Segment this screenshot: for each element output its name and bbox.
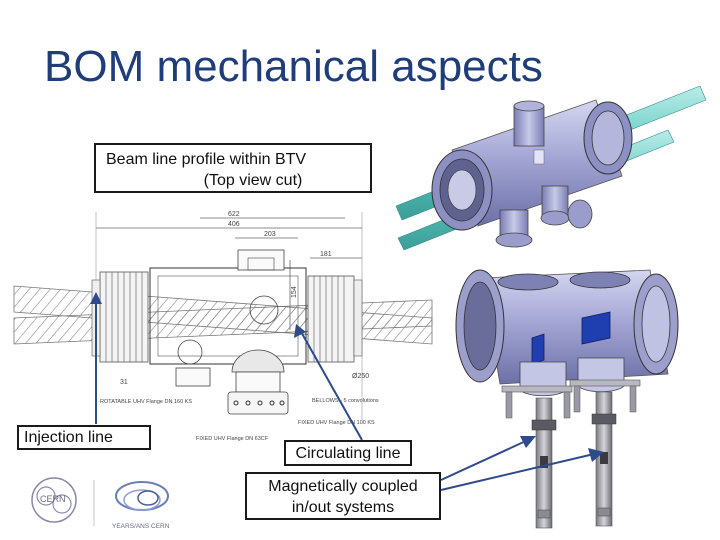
magnetic-line2: in/out systems — [291, 499, 395, 516]
label-fixed-flange-63: FIXED UHV Flange DN 63CF — [196, 436, 269, 442]
label-bellows: BELLOWS - 5 convolutions — [312, 398, 379, 404]
circulating-line-label: Circulating line — [295, 445, 401, 462]
callout-arrows — [90, 292, 604, 491]
label-fixed-flange-100: FIXED UHV Flange DN 100 KS — [298, 420, 375, 426]
dim-203: 203 — [264, 231, 276, 238]
dim-181: 181 — [320, 251, 332, 258]
cern-logo-text: CERN — [40, 494, 66, 504]
circulating-arrow — [299, 329, 363, 441]
injection-line-label: Injection line — [24, 429, 113, 446]
cern-logo: CERN — [31, 477, 77, 523]
technical-drawing: 622 406 203 181 154 31 Ø250 — [13, 211, 433, 442]
dim-250: Ø250 — [352, 373, 369, 380]
circulating-line-callout: Circulating line — [284, 440, 412, 466]
magnetic-line1: Magnetically coupled — [268, 478, 418, 495]
sixty-years-text: YEARS/ANS CERN — [112, 523, 170, 530]
injection-line-callout: Injection line — [17, 425, 151, 450]
dim-622: 622 — [228, 211, 240, 218]
beam-profile-line1: Beam line profile within BTV — [106, 151, 307, 168]
magnetic-arrow-right — [440, 453, 595, 491]
magnetic-coupled-callout: Magnetically coupled in/out systems — [245, 472, 441, 520]
dim-31: 31 — [120, 379, 128, 386]
chamber-3d-bottom — [455, 269, 679, 529]
magnetic-arrow-left — [440, 439, 529, 481]
label-rotatable-flange: ROTATABLE UHV Flange DN 160 KS — [100, 399, 192, 405]
dim-154: 154 — [291, 286, 298, 298]
beam-profile-line2: (Top view cut) — [203, 172, 303, 189]
beam-profile-callout: Beam line profile within BTV (Top view c… — [94, 143, 372, 193]
sixty-years-logo: YEARS/ANS CERN — [112, 481, 170, 530]
slide-title: BOM mechanical aspects — [44, 42, 543, 91]
chamber-3d-top — [395, 85, 707, 251]
dim-406: 406 — [228, 221, 240, 228]
